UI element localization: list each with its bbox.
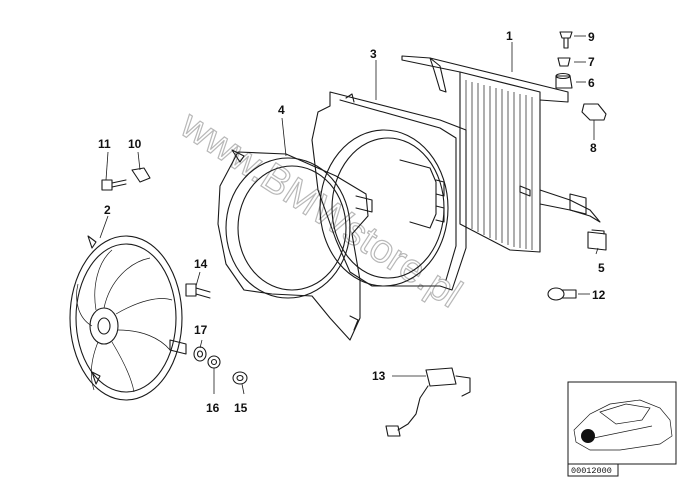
callout-17: 17 <box>194 323 208 337</box>
radiator-fins <box>465 80 533 250</box>
bolt-14[interactable] <box>185 283 211 299</box>
callout-16: 16 <box>206 401 220 415</box>
reference-code: 00012000 <box>571 466 612 476</box>
callout-14: 14 <box>194 257 208 271</box>
callout-12: 12 <box>592 288 606 302</box>
grommet-17[interactable] <box>193 346 207 362</box>
radiator-condenser[interactable] <box>401 55 601 253</box>
leader-lines <box>99 35 599 395</box>
callout-6: 6 <box>588 76 595 90</box>
fan-blades <box>76 249 173 393</box>
callout-2: 2 <box>104 203 111 217</box>
car-outline-icon <box>573 399 673 451</box>
connector-clip-5[interactable] <box>587 229 607 251</box>
clip-nut-10[interactable] <box>131 167 151 183</box>
callout-7: 7 <box>588 55 595 69</box>
washer-16[interactable] <box>207 355 221 369</box>
callout-8: 8 <box>590 141 597 155</box>
rubber-mount-6[interactable] <box>555 72 573 89</box>
electric-fan[interactable] <box>69 235 187 401</box>
nut-15[interactable] <box>232 371 248 385</box>
callout-3: 3 <box>370 47 377 61</box>
fan-shroud-frame[interactable] <box>311 91 467 291</box>
callout-9: 9 <box>588 30 595 44</box>
location-marker-icon <box>581 429 595 443</box>
reference-thumbnail: 00012000 <box>567 381 677 477</box>
callout-13: 13 <box>372 369 386 383</box>
bracket-8[interactable] <box>581 103 607 121</box>
callout-11: 11 <box>98 137 111 151</box>
bushing-7[interactable] <box>557 57 571 67</box>
callout-labels: 1 2 3 4 5 6 7 8 9 10 11 12 13 14 15 16 1… <box>98 29 606 415</box>
wiring-harness-13[interactable] <box>385 367 471 437</box>
callout-4: 4 <box>278 103 285 117</box>
temperature-sensor-12[interactable] <box>547 287 577 301</box>
callout-10: 10 <box>128 137 142 151</box>
screw-9[interactable] <box>559 31 573 49</box>
callout-15: 15 <box>234 401 248 415</box>
bolt-11[interactable] <box>101 179 127 191</box>
callout-1: 1 <box>506 29 513 43</box>
watermark: www.BMWstore.pl <box>172 102 469 316</box>
callout-5: 5 <box>598 261 605 275</box>
fan-shroud[interactable] <box>217 149 373 341</box>
